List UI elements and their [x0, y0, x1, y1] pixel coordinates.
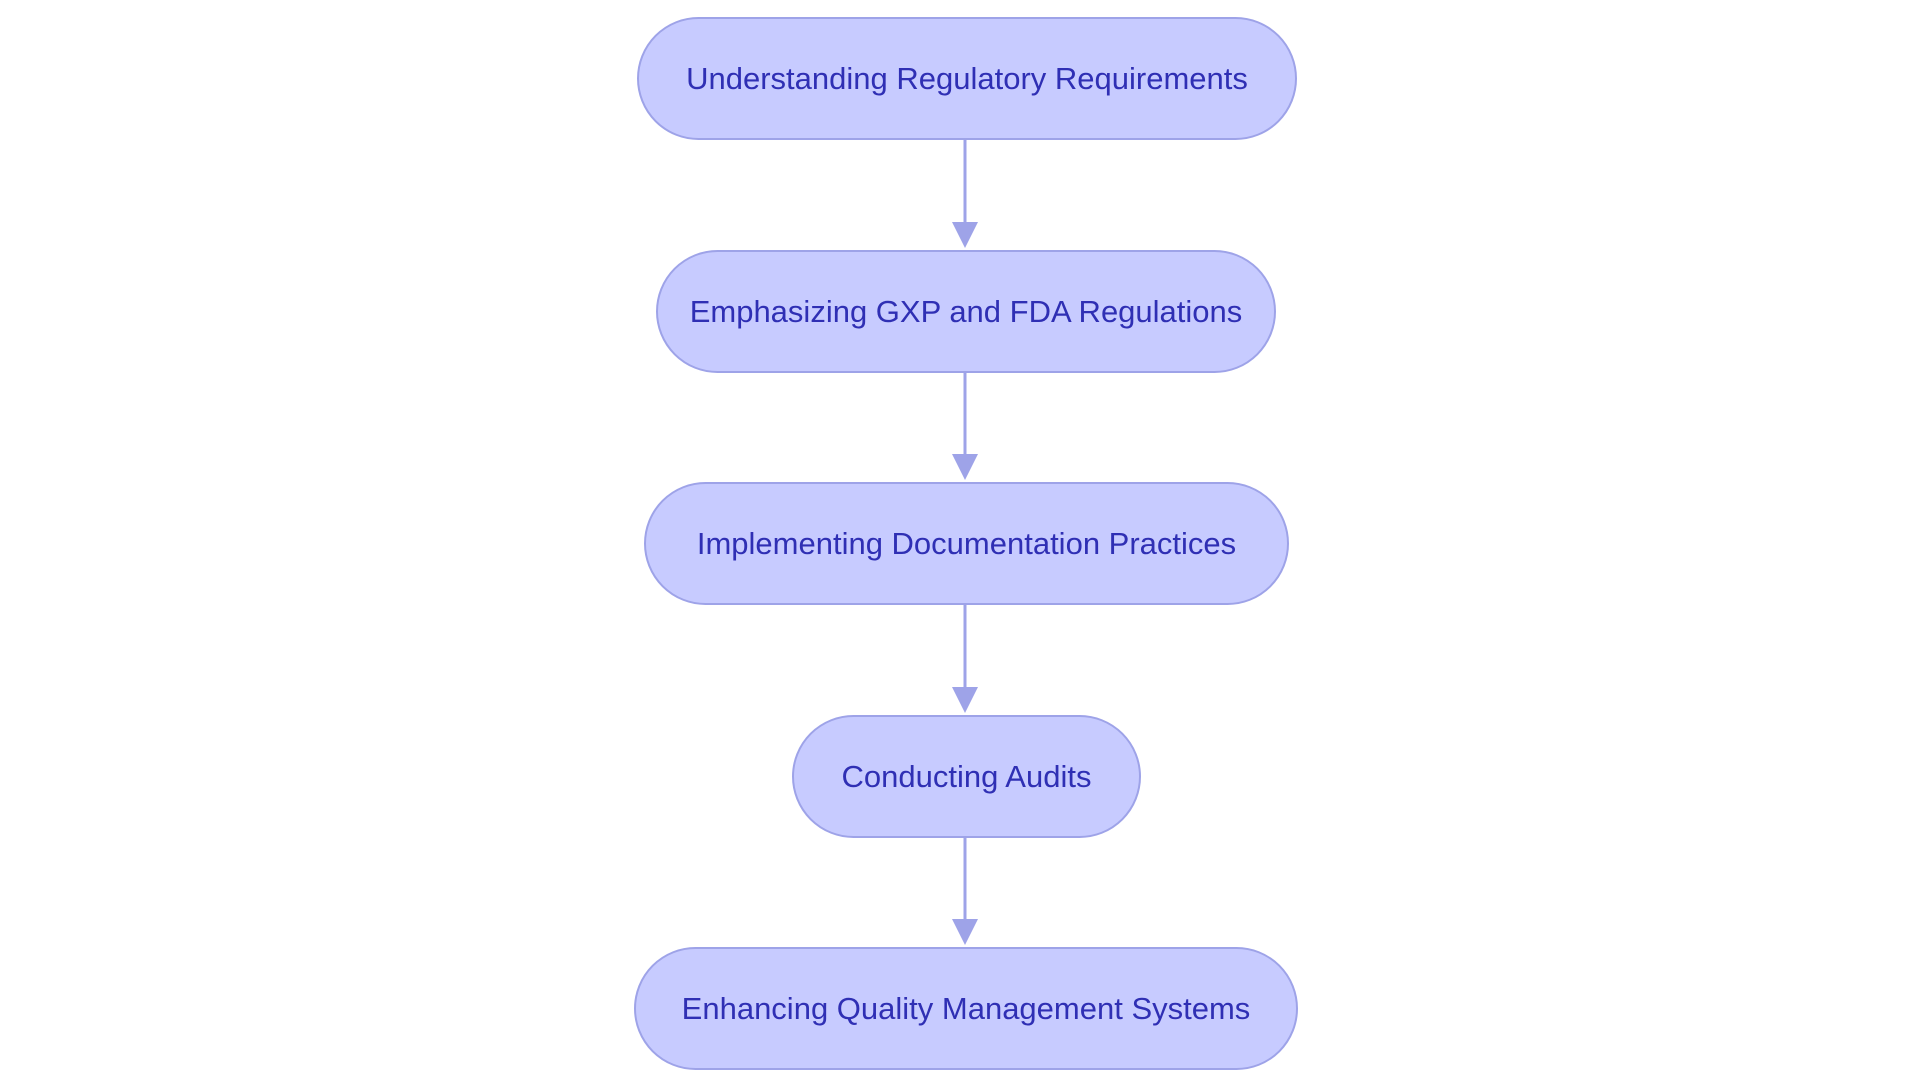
node-label: Implementing Documentation Practices: [696, 525, 1237, 561]
flow-node-emphasizing-gxp-fda: Emphasizing GXP and FDA Regulations: [656, 250, 1276, 373]
node-label: Understanding Regulatory Requirements: [686, 60, 1248, 96]
edge-4-to-5: [952, 838, 978, 945]
arrowhead-icon: [952, 222, 978, 248]
flow-node-conducting-audits: Conducting Audits: [792, 715, 1141, 838]
arrowhead-icon: [952, 454, 978, 480]
edge-2-to-3: [952, 373, 978, 480]
flow-node-enhancing-qms: Enhancing Quality Management Systems: [634, 947, 1298, 1070]
flow-node-understanding-regulatory-requirements: Understanding Regulatory Requirements: [637, 17, 1297, 140]
node-label: Enhancing Quality Management Systems: [681, 990, 1251, 1026]
arrowhead-icon: [952, 687, 978, 713]
flow-node-implementing-documentation: Implementing Documentation Practices: [644, 482, 1289, 605]
arrowhead-icon: [952, 919, 978, 945]
edge-1-to-2: [952, 140, 978, 248]
node-label: Emphasizing GXP and FDA Regulations: [689, 293, 1243, 329]
edge-3-to-4: [952, 605, 978, 713]
node-label: Conducting Audits: [841, 758, 1092, 794]
